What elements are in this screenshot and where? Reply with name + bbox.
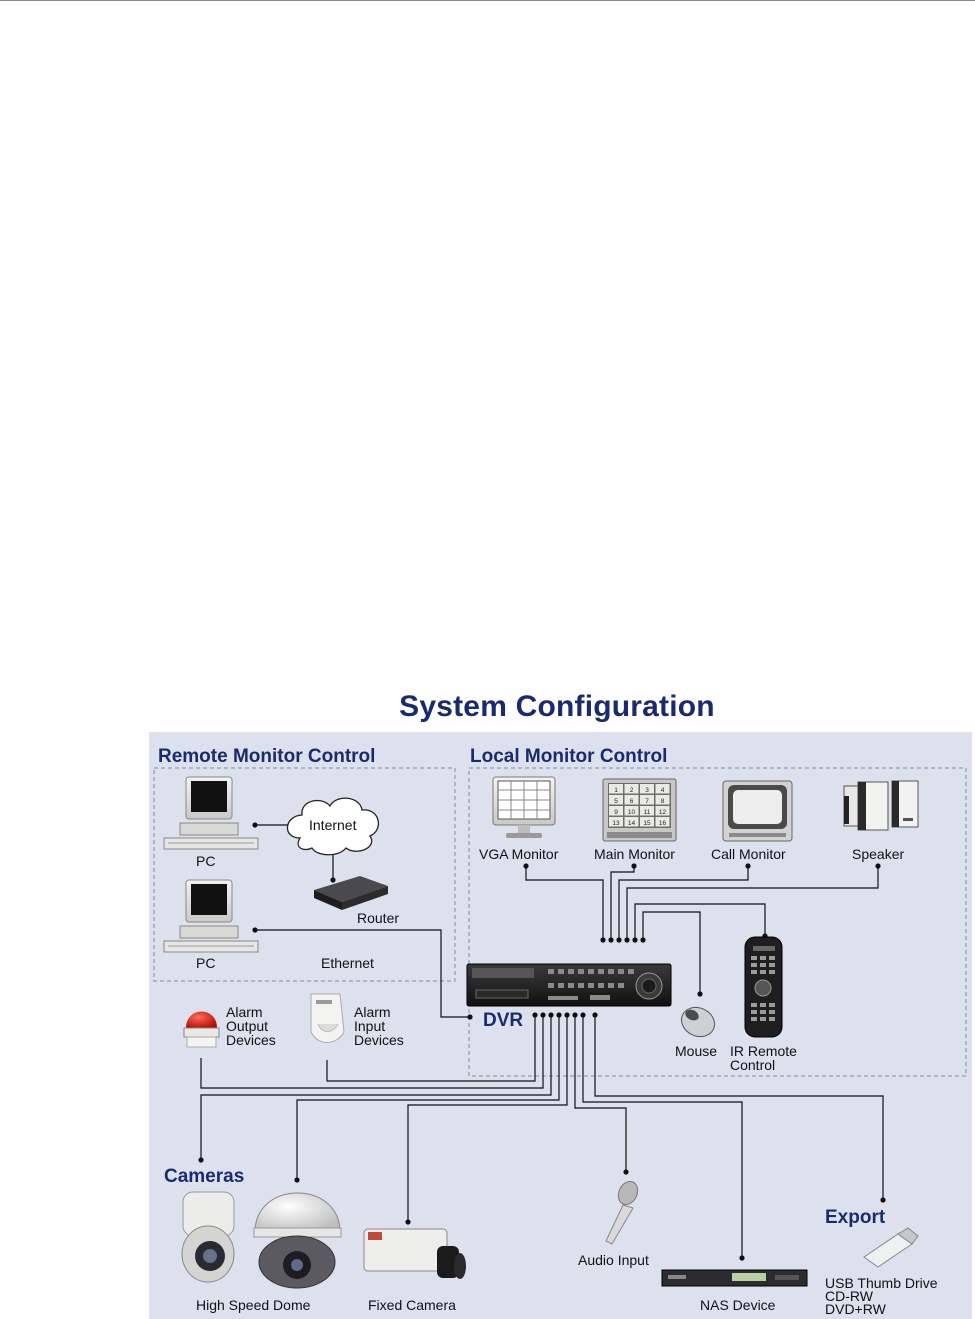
pc-label: PC	[196, 853, 215, 869]
ethernet-label: Ethernet	[321, 955, 374, 971]
usb-drive-icon	[863, 1227, 919, 1268]
main-monitor-cell-number: 2	[630, 787, 634, 794]
main-monitor-cell	[609, 817, 623, 827]
main-monitor-cell-number: 16	[659, 820, 667, 827]
dome-camera-icon	[181, 1191, 235, 1283]
mouse-label: Mouse	[675, 1043, 717, 1059]
export-media-label-line3: DVD+RW	[825, 1301, 887, 1317]
ir-remote-label-line1: IR Remote	[730, 1043, 797, 1059]
call-monitor-icon	[722, 780, 793, 842]
ir-remote-icon	[744, 936, 783, 1038]
main-monitor-label: Main Monitor	[594, 846, 675, 862]
internet-label: Internet	[309, 817, 357, 833]
section-remote-heading: Remote Monitor Control	[158, 746, 375, 767]
main-monitor-cell	[609, 795, 623, 805]
section-export-heading: Export	[825, 1207, 886, 1228]
nas-device-label: NAS Device	[700, 1297, 776, 1313]
alarm-output-label-line3: Devices	[226, 1032, 276, 1048]
fixed-camera-icon	[363, 1228, 466, 1279]
main-monitor-cell-number: 11	[644, 809, 651, 816]
main-monitor-cell	[655, 806, 670, 816]
microphone-icon	[605, 1180, 639, 1245]
audio-input-label: Audio Input	[578, 1252, 649, 1268]
main-monitor-cell	[655, 795, 670, 805]
main-monitor-cell	[640, 806, 654, 816]
main-monitor-cell-number: 3	[645, 787, 649, 794]
ir-remote-label-line2: Control	[730, 1057, 775, 1073]
main-monitor-cell-number: 13	[612, 820, 620, 827]
vga-monitor-icon	[492, 776, 556, 838]
main-monitor-cell	[640, 817, 654, 827]
main-monitor-cell	[609, 806, 623, 816]
main-monitor-cell	[655, 784, 670, 794]
main-monitor-cell	[640, 795, 654, 805]
main-monitor-cell-number: 14	[628, 820, 636, 827]
alarm-input-label-line2: Input	[354, 1018, 385, 1034]
main-monitor-cell-number: 8	[661, 798, 665, 805]
pc-icon	[163, 776, 259, 850]
section-cameras-heading: Cameras	[164, 1166, 244, 1187]
main-monitor-cell-number: 5	[614, 798, 618, 805]
connection-dots	[198, 822, 886, 1261]
pc-label: PC	[196, 955, 215, 971]
main-monitor-cell	[609, 784, 623, 794]
main-monitor-cell-number: 4	[661, 787, 665, 794]
vga-monitor-label: VGA Monitor	[479, 846, 559, 862]
speaker-label: Speaker	[852, 846, 904, 862]
main-monitor-cell-number: 12	[659, 809, 667, 816]
main-monitor-cell-number: 7	[645, 798, 649, 805]
diagram-title: System Configuration	[399, 690, 715, 723]
main-monitor-cell-number: 10	[628, 809, 636, 816]
main-monitor-cell	[624, 795, 639, 805]
export-media-label-line1: USB Thumb Drive	[825, 1275, 938, 1291]
fixed-camera-label: Fixed Camera	[368, 1297, 456, 1313]
main-monitor-cell-number: 1	[614, 787, 618, 794]
dvr-icon	[466, 963, 672, 1007]
main-monitor-cell-number: 6	[630, 798, 634, 805]
router-icon	[314, 876, 388, 910]
alarm-output-label-line2: Output	[226, 1018, 268, 1034]
pc-icon	[163, 879, 259, 953]
alarm-light-icon	[183, 1011, 220, 1048]
main-monitor-cell-number: 15	[643, 820, 651, 827]
main-monitor-cell	[624, 784, 639, 794]
main-monitor-cell	[624, 817, 639, 827]
main-monitor-cell	[655, 817, 670, 827]
mouse-icon	[680, 1006, 716, 1038]
alarm-input-label-line3: Devices	[354, 1032, 404, 1048]
nas-device-icon	[661, 1269, 808, 1287]
router-label: Router	[357, 910, 399, 926]
export-media-label-line2: CD-RW	[825, 1288, 874, 1304]
main-monitor-cell	[624, 806, 639, 816]
call-monitor-label: Call Monitor	[711, 846, 786, 862]
high-speed-dome-label: High Speed Dome	[196, 1297, 311, 1313]
speaker-icon	[843, 780, 919, 831]
top-rule	[0, 0, 975, 1]
main-monitor-cell-number: 9	[614, 809, 618, 816]
alarm-input-label-line1: Alarm	[354, 1004, 391, 1020]
section-local-heading: Local Monitor Control	[470, 746, 667, 767]
dome-camera-icon	[253, 1192, 342, 1289]
connection-lines	[200, 824, 884, 1258]
remote-group-box	[153, 767, 456, 982]
alarm-output-label-line1: Alarm	[226, 1004, 263, 1020]
main-monitor-cell	[640, 784, 654, 794]
dvr-label: DVR	[483, 1010, 523, 1031]
local-group-box	[468, 767, 967, 1077]
motion-sensor-icon	[310, 993, 345, 1043]
cloud-icon	[286, 797, 380, 856]
